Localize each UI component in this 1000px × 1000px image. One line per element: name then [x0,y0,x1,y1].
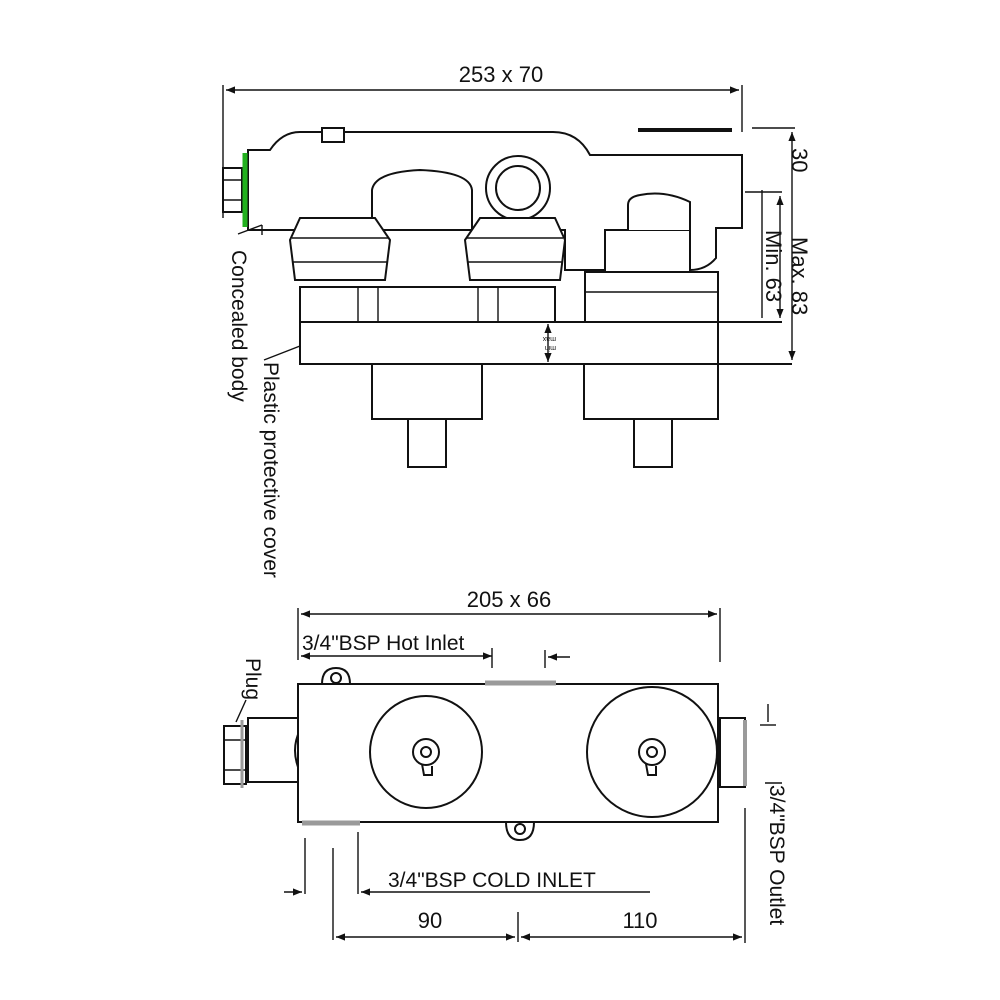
leader-labels: Concealed body Plastic protective cover [227,224,301,578]
cold-inlet-dimension: 3/4"BSP COLD INLET [284,832,650,940]
outlet-label: 3/4"BSP Outlet [765,785,788,925]
right-cartridge-head [463,217,567,281]
valve-width-label: 205 x 66 [467,587,551,612]
central-dome [371,168,473,231]
right-knob[interactable] [586,686,718,818]
concealed-body [247,127,743,272]
hot-inlet-label: 3/4"BSP Hot Inlet [302,632,464,655]
dimension-overall-width: 253 x 70 [222,62,743,218]
dim-max-label: Max. 83 [787,237,812,315]
outlet-ring [485,155,551,221]
dim-30-label: 30 [787,148,812,172]
spacing-dimensions: 90 110 [336,908,742,942]
dimension-valve-width: 205 x 66 [297,587,721,662]
plastic-protective-cover: max min [299,321,792,365]
left-knob[interactable] [369,695,483,809]
cold-inlet-label: 3/4"BSP COLD INLET [388,869,596,892]
cover-max-mark: max [542,335,556,342]
top-view: 253 x 70 [222,62,812,578]
plug: Plug [223,658,264,788]
protective-cover-label: Plastic protective cover [259,362,282,578]
mounting-tab [321,127,345,143]
overall-width-label: 253 x 70 [459,62,543,87]
dim-110-label: 110 [622,908,657,933]
left-cartridge-head [288,217,392,281]
lower-pipes [371,363,719,468]
dim-90-label: 90 [418,908,442,933]
concealed-body-label: Concealed body [227,250,250,402]
dimension-depth-right: 30 Max. 83 Min. 63 [638,127,812,360]
mounting-lugs [320,666,536,842]
plug-label: Plug [241,658,264,700]
dim-min-label: Min. 63 [761,230,786,302]
cover-min-mark: min [545,344,556,351]
bottom-view: 205 x 66 3/4"BSP Hot Inlet [223,587,788,943]
connector-blocks [299,271,719,326]
concealed-body-plug [222,153,248,227]
outlet-annotation: 3/4"BSP Outlet [744,704,788,943]
hot-inlet-dimension: 3/4"BSP Hot Inlet [301,632,570,668]
